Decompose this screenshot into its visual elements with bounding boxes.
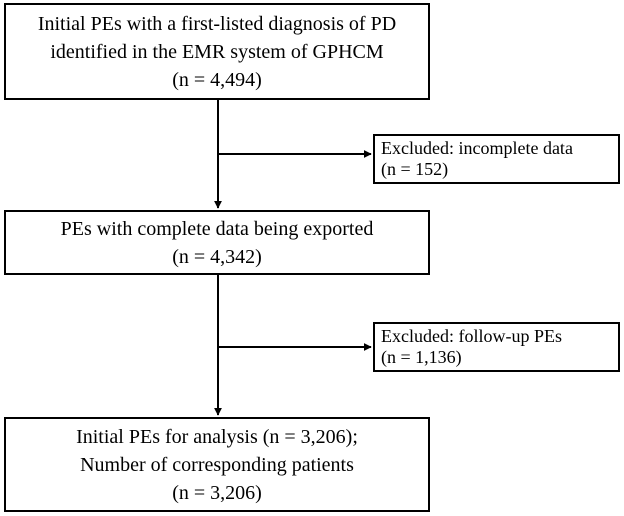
final-analysis-line-2: Number of corresponding patients	[80, 453, 354, 476]
excluded-followup-box: Excluded: follow-up PEs (n = 1,136)	[373, 322, 620, 372]
excluded-incomplete-box: Excluded: incomplete data (n = 152)	[373, 134, 620, 184]
final-analysis-box: Initial PEs for analysis (n = 3,206); Nu…	[4, 417, 430, 512]
complete-data-box: PEs with complete data being exported (n…	[4, 210, 430, 275]
final-analysis-count: (n = 3,206)	[172, 481, 262, 504]
initial-pes-line-2: identified in the EMR system of GPHCM	[50, 40, 384, 63]
excluded-incomplete-label: Excluded: incomplete data	[381, 138, 573, 158]
excluded-followup-count: (n = 1,136)	[381, 347, 462, 367]
initial-pes-line-1: Initial PEs with a first-listed diagnosi…	[37, 12, 397, 35]
excluded-incomplete-count: (n = 152)	[381, 159, 449, 179]
initial-pes-count: (n = 4,494)	[172, 68, 262, 91]
complete-data-count: (n = 4,342)	[172, 245, 262, 268]
final-analysis-line-1: Initial PEs for analysis (n = 3,206);	[76, 425, 358, 448]
excluded-followup-label: Excluded: follow-up PEs	[381, 326, 562, 346]
initial-pes-box: Initial PEs with a first-listed diagnosi…	[4, 3, 430, 100]
complete-data-label: PEs with complete data being exported	[60, 217, 374, 240]
